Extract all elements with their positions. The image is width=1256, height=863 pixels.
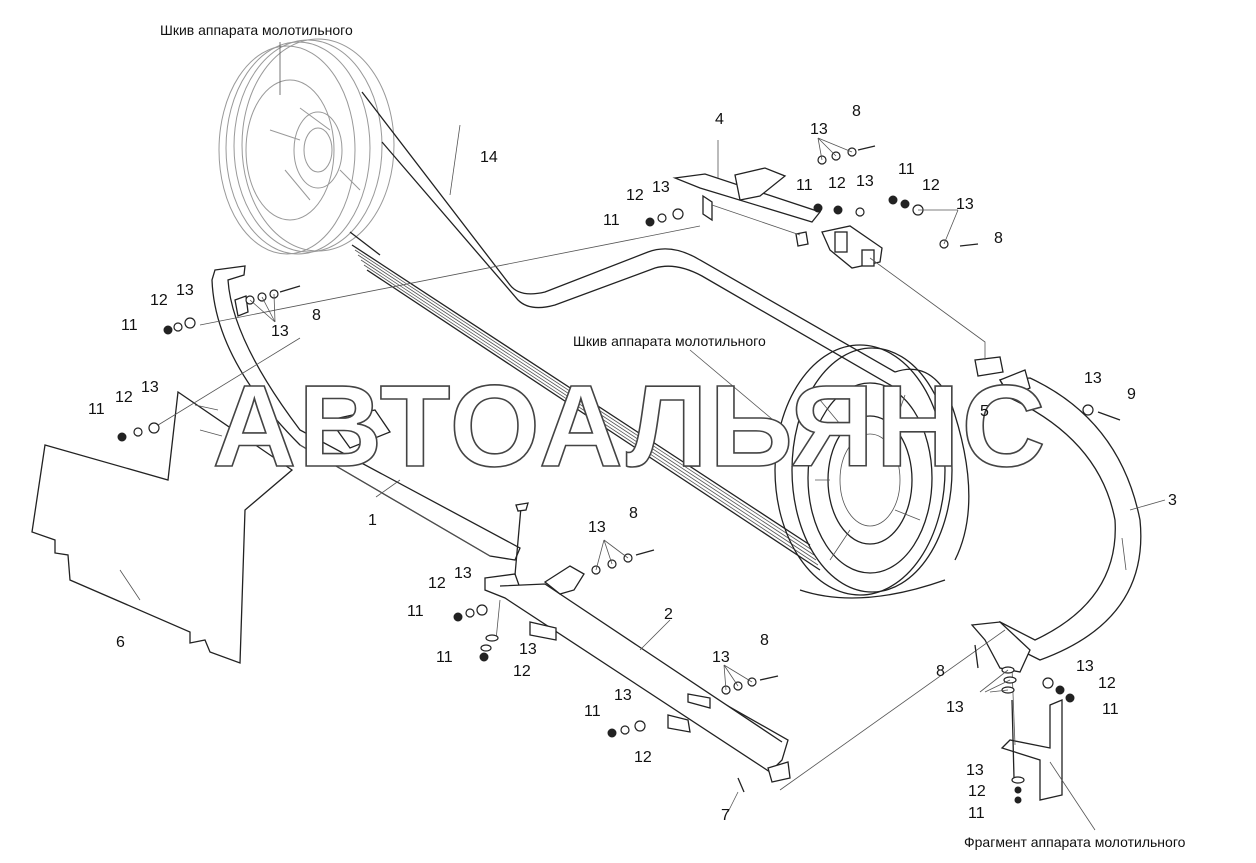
callout-13: 13 xyxy=(454,565,472,582)
caption-pulley-top: Шкив аппарата молотильного xyxy=(160,22,353,38)
v-belt xyxy=(349,231,821,571)
callout-7: 7 xyxy=(721,807,730,824)
callout-12: 12 xyxy=(626,187,644,204)
callout-12: 12 xyxy=(150,292,168,309)
callout-5: 5 xyxy=(980,403,989,420)
callout-8: 8 xyxy=(994,230,1003,247)
callout-8: 8 xyxy=(629,505,638,522)
callout-8: 8 xyxy=(936,663,945,680)
callout-4: 4 xyxy=(715,111,724,128)
callout-13: 13 xyxy=(712,649,730,666)
fasteners xyxy=(117,137,1121,804)
callout-12: 12 xyxy=(1098,675,1116,692)
callout-11: 11 xyxy=(1102,701,1119,718)
callout-13: 13 xyxy=(588,519,606,536)
callout-1: 1 xyxy=(368,512,377,529)
callout-8: 8 xyxy=(760,632,769,649)
callout-13: 13 xyxy=(956,196,974,213)
beam-2 xyxy=(484,565,791,783)
callout-12: 12 xyxy=(922,177,940,194)
callout-3: 3 xyxy=(1168,492,1177,509)
plate-6 xyxy=(31,390,294,664)
callout-11: 11 xyxy=(796,177,813,194)
callout-12: 12 xyxy=(513,663,531,680)
callout-11: 11 xyxy=(436,649,453,666)
callout-9: 9 xyxy=(1127,386,1136,403)
callout-8: 8 xyxy=(312,307,321,324)
callout-12: 12 xyxy=(428,575,446,592)
callout-12: 12 xyxy=(115,389,133,406)
callout-13: 13 xyxy=(614,687,632,704)
callout-13: 13 xyxy=(856,173,874,190)
callout-6: 6 xyxy=(116,634,125,651)
caption-pulley-mid: Шкив аппарата молотильного xyxy=(573,333,766,349)
watermark: АВТОАЛЬЯНС xyxy=(212,361,1048,491)
arm-1 xyxy=(211,265,521,561)
callout-8: 8 xyxy=(852,103,861,120)
callout-12: 12 xyxy=(634,749,652,766)
callout-14: 14 xyxy=(480,149,498,166)
guard-3 xyxy=(970,356,1142,673)
callout-13: 13 xyxy=(810,121,828,138)
callout-13: 13 xyxy=(141,379,159,396)
fragment-bracket xyxy=(1000,667,1096,831)
callout-12: 12 xyxy=(828,175,846,192)
callout-13: 13 xyxy=(271,323,289,340)
callout-11: 11 xyxy=(88,401,105,418)
upper-pulley xyxy=(218,38,395,255)
callout-13: 13 xyxy=(652,179,670,196)
callout-11: 11 xyxy=(968,805,985,822)
callout-11: 11 xyxy=(584,703,601,720)
callout-13: 13 xyxy=(176,282,194,299)
callout-2: 2 xyxy=(664,606,673,623)
callout-11: 11 xyxy=(407,603,424,620)
callout-12: 12 xyxy=(968,783,986,800)
callout-13: 13 xyxy=(519,641,537,658)
callout-11: 11 xyxy=(898,161,915,178)
callout-13: 13 xyxy=(1084,370,1102,387)
callout-13: 13 xyxy=(946,699,964,716)
callout-13: 13 xyxy=(1076,658,1094,675)
caption-fragment: Фрагмент аппарата молотильного xyxy=(964,834,1186,850)
leader-lines xyxy=(119,42,1166,813)
bracket-4 xyxy=(672,167,883,269)
callout-11: 11 xyxy=(603,212,620,229)
lower-pulley xyxy=(774,344,953,599)
callout-13: 13 xyxy=(966,762,984,779)
callout-11: 11 xyxy=(121,317,138,334)
